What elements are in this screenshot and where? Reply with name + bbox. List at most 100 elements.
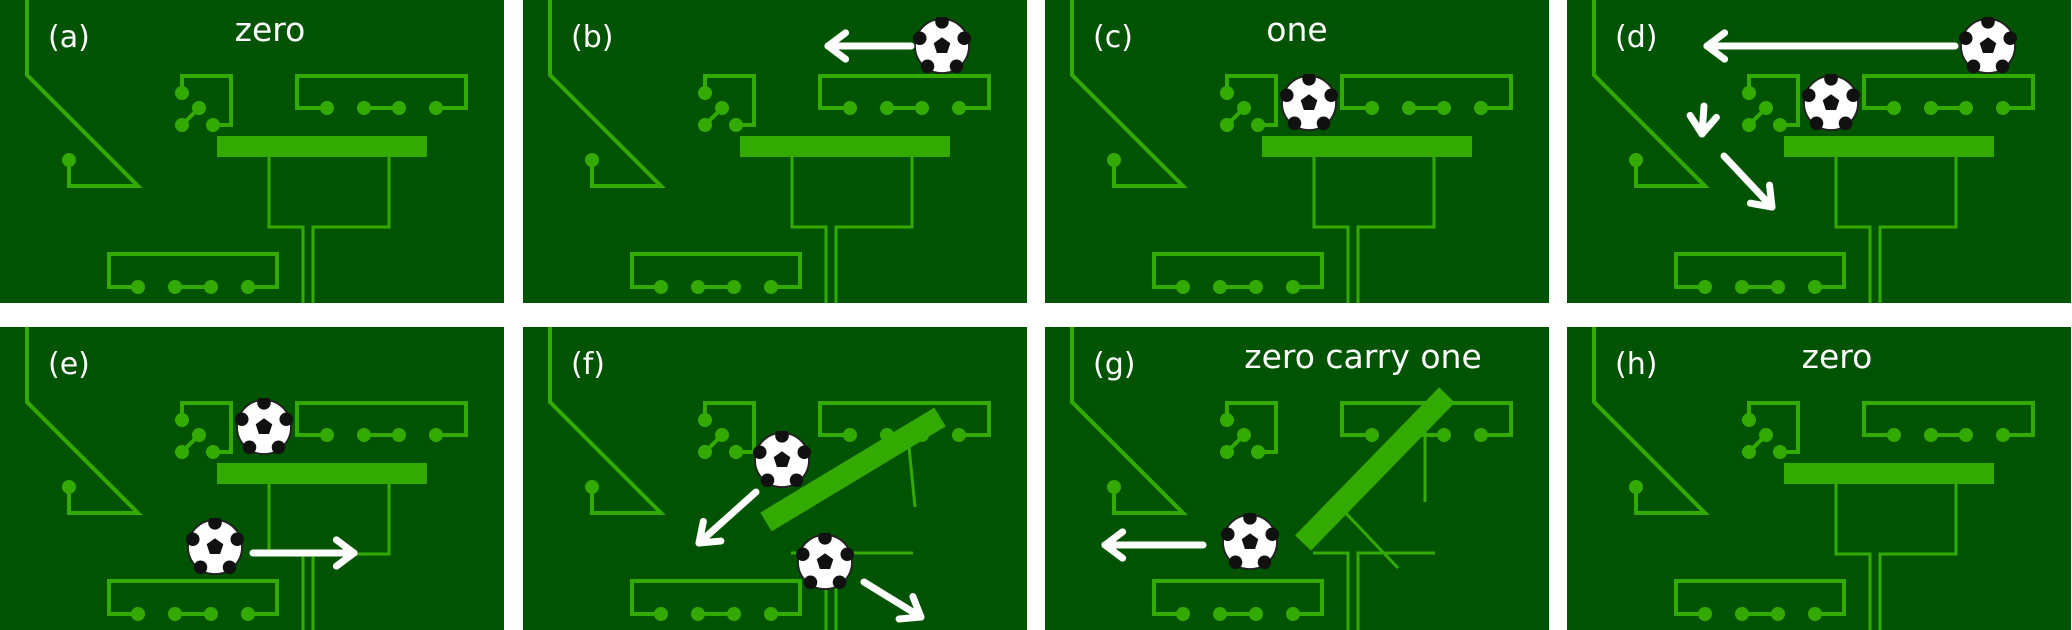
soccer-ball [1280,74,1338,132]
pad-dot [843,101,857,115]
top-box-trace [295,401,468,437]
pad-dot [729,118,743,132]
panel-caption: zero [1801,337,1873,376]
left-trace [1592,0,1710,188]
bottom-box-trace [1674,579,1846,616]
panel-f: (f) [523,327,1027,630]
pad-dot [1107,153,1121,167]
pad-dot [1474,101,1488,115]
soccer-ball [1221,513,1279,571]
stem-right [1356,551,1435,630]
lever-leg-right [1356,147,1436,303]
pad-dot [843,428,857,442]
bottom-box-trace [107,579,279,616]
gate-link [1225,433,1246,454]
soccer-ball [1959,17,2017,75]
left-trace [548,0,666,188]
pad-dot [698,86,712,100]
left-trace [1070,0,1188,188]
pad-dot [654,280,668,294]
gate-link [703,106,724,127]
pad-dot [320,101,334,115]
pad-dot [206,118,220,132]
panel-caption: zero carry one [1244,337,1482,376]
lever-bar [1784,136,1994,157]
pad-dot [1286,607,1300,621]
circuit-board [1070,327,1513,630]
arrow-icon [1720,152,1776,211]
panel-e: (e) [0,327,504,630]
pad-dot [62,153,76,167]
pad-dot [1996,101,2010,115]
pad-dot [1996,428,2010,442]
left-trace [25,0,143,188]
pad-dot [1251,445,1265,459]
soccer-ball [186,518,244,576]
left-trace [548,327,666,515]
pad-dot [585,480,599,494]
bottom-box-trace [630,252,802,289]
arrow-icon [860,578,925,623]
pad-dot [1808,607,1822,621]
pad-dot [1220,413,1234,427]
lever-leg-left [1834,474,1872,630]
soccer-ball [1802,74,1860,132]
gate-trace [1747,74,1800,127]
gate-trace [703,74,756,127]
arrow-icon [1686,102,1720,138]
lever-bar [740,136,950,157]
left-trace [1592,327,1710,515]
circuit-board [548,0,991,303]
lever-leg-right [1878,474,1958,630]
arrow-icon [824,29,915,63]
bottom-box-trace [1674,252,1846,289]
pad-dot [1629,480,1643,494]
panel-h: (h) zero [1567,327,2071,630]
lever-leg-right [1878,147,1958,303]
pad-dot [1286,280,1300,294]
top-box-trace [1340,74,1513,110]
pad-dot [764,607,778,621]
lever-bar [217,136,427,157]
panel-label: (g) [1093,347,1136,382]
circuit-board [1592,0,2035,303]
pad-dot [1742,413,1756,427]
lever-leg [906,436,917,508]
lever-leg-right [834,147,914,303]
panel-label: (a) [48,20,90,55]
top-box-trace [1862,74,2035,110]
panel-label: (e) [48,347,90,382]
panel-label: (h) [1615,347,1658,382]
pad-dot [1107,480,1121,494]
bottom-box-trace [630,579,802,616]
bottom-box-trace [107,252,279,289]
gate-trace [1747,401,1800,454]
circuit-board [1592,327,2035,630]
arrow-icon [695,488,760,547]
lever-bar [217,463,427,484]
top-box-trace [818,401,991,437]
panel-label: (f) [571,347,605,382]
pad-dot [175,86,189,100]
lever-bar [760,407,946,532]
panel-c: (c)one [1045,0,1549,303]
lever-leg-left [1312,147,1350,303]
pad-dot [698,413,712,427]
gate-link [180,433,201,454]
arrow-icon [1101,528,1207,562]
gate-link [180,106,201,127]
soccer-ball [753,431,811,489]
panel-caption: zero [234,10,306,49]
pad-dot [1698,607,1712,621]
left-trace [25,327,143,515]
soccer-ball [796,533,854,591]
pad-dot [429,428,443,442]
panel-g: (g) zero carry one [1045,327,1549,630]
arrow-icon [249,536,358,570]
pad-dot [1808,280,1822,294]
pad-dot [131,607,145,621]
circuit-board [1070,0,1513,303]
lever-leg-left [790,147,828,303]
pad-dot [206,445,220,459]
gate-trace [180,401,233,454]
